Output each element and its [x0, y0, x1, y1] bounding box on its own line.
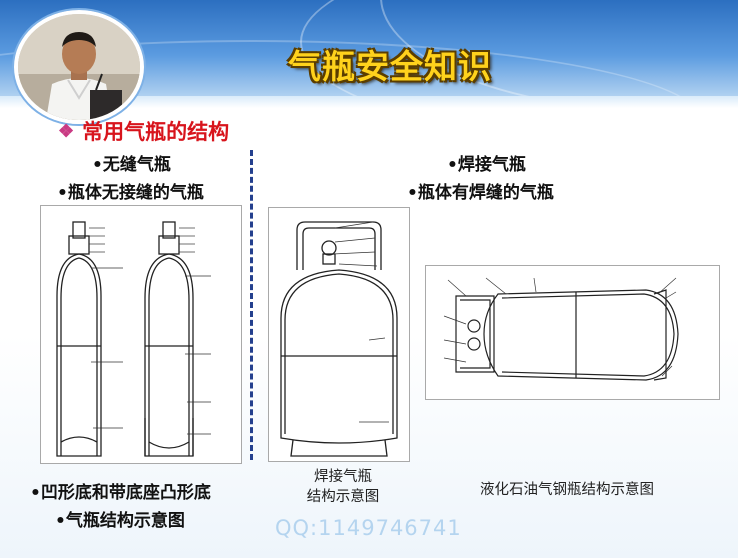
left-bullet-2: •瓶体无接缝的气瓶 — [57, 183, 204, 203]
lpg-cylinder-diagram — [425, 265, 720, 400]
welded-cylinder-diagram — [268, 207, 410, 462]
welded-caption-line-1: 焊接气瓶 — [314, 469, 372, 485]
qq-watermark: QQ:1149746741 — [275, 516, 462, 540]
diamond-dots-icon: ❖ — [58, 120, 75, 142]
header-strip — [0, 96, 738, 108]
welded-cylinder-drawing — [280, 221, 398, 457]
seamless-cylinder-diagram — [40, 205, 242, 464]
welded-caption-line-2: 结构示意图 — [306, 489, 380, 505]
slide-title: 气瓶安全知识 — [288, 47, 492, 86]
right-bullet-2: •瓶体有焊缝的气瓶 — [407, 183, 554, 203]
left-bullet-4: •气瓶结构示意图 — [55, 511, 185, 531]
welded-caption: 焊接气瓶 结构示意图 — [300, 467, 386, 507]
lpg-cylinder-drawing — [443, 277, 679, 381]
lpg-caption: 液化石油气钢瓶结构示意图 — [480, 482, 654, 498]
left-bullet-1: •无缝气瓶 — [92, 155, 171, 175]
left-bullet-3: •凹形底和带底座凸形底 — [30, 483, 211, 503]
right-bullet-1: •焊接气瓶 — [447, 155, 526, 175]
speaker-photo — [14, 10, 144, 124]
section-heading: ❖ 常用气瓶的结构 — [58, 116, 229, 146]
column-divider — [250, 150, 253, 460]
seamless-cylinder-drawing — [56, 221, 211, 457]
section-heading-text: 常用气瓶的结构 — [82, 119, 230, 144]
